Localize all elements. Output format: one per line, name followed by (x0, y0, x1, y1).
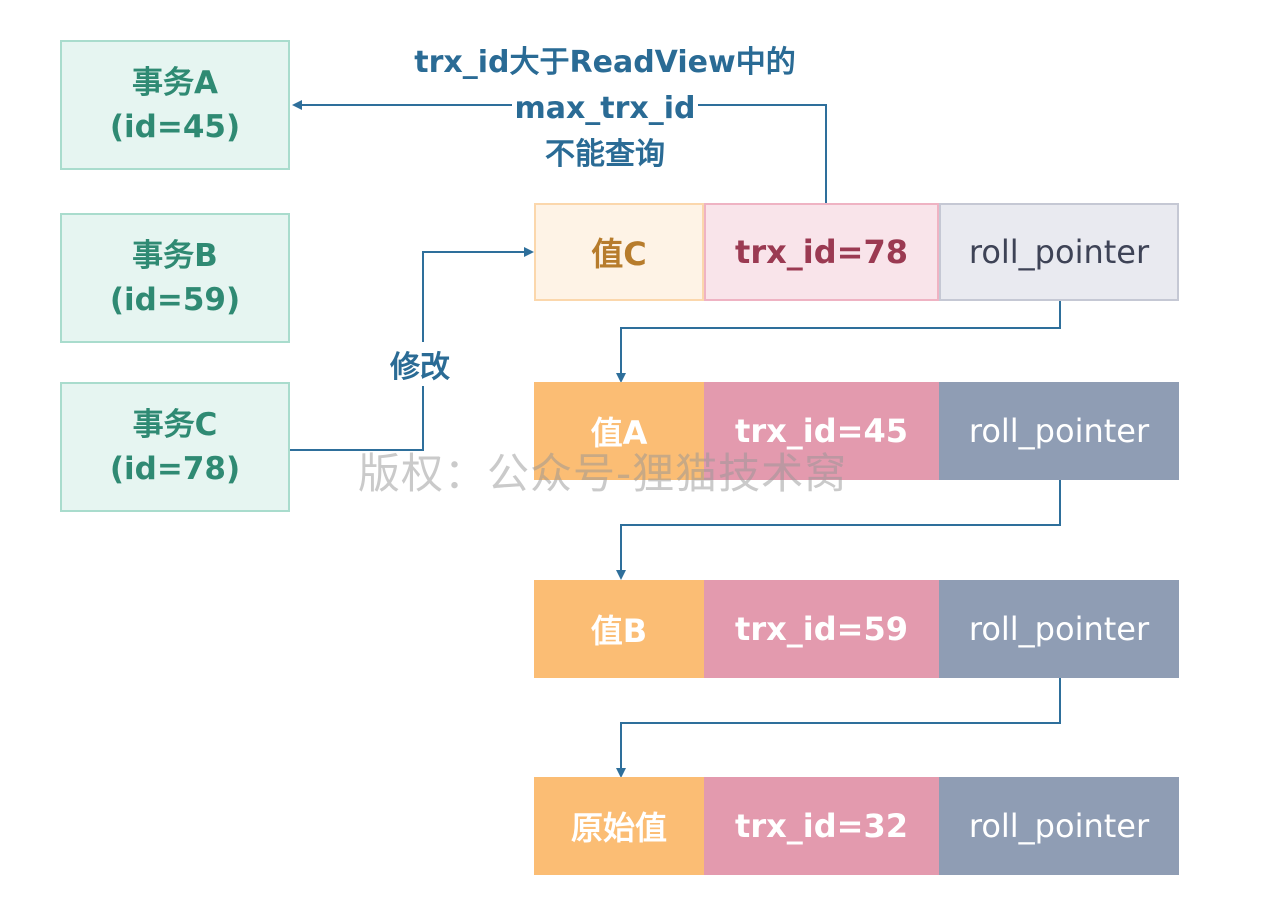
version-value: 值C (534, 203, 704, 301)
annotation-line-2-wrap: max_trx_id (380, 86, 830, 132)
version-trx-id: trx_id=78 (704, 203, 939, 301)
version-roll-pointer: roll_pointer (939, 203, 1179, 301)
transaction-name: 事务C (132, 407, 218, 443)
version-roll-pointer: roll_pointer (939, 580, 1179, 678)
version-row-original: 原始值 trx_id=32 roll_pointer (534, 777, 1179, 875)
annotation: trx_id大于ReadView中的 max_trx_id 不能查询 (380, 40, 830, 178)
version-trx-id: trx_id=59 (704, 580, 939, 678)
roll-pointer-arrow-2 (616, 480, 1061, 580)
annotation-line-3: 不能查询 (545, 137, 665, 172)
roll-pointer-arrow-3 (616, 678, 1061, 778)
transaction-id: (id=59) (109, 282, 241, 318)
transaction-name: 事务A (132, 65, 218, 101)
version-value: 原始值 (534, 777, 704, 875)
version-row-a: 值A trx_id=45 roll_pointer (534, 382, 1179, 480)
version-value: 值A (534, 382, 704, 480)
transaction-a: 事务A (id=45) (60, 40, 290, 170)
edit-label: 修改 (386, 342, 454, 386)
transaction-b: 事务B (id=59) (60, 213, 290, 343)
annotation-line-2: max_trx_id (512, 91, 698, 126)
transaction-id: (id=45) (109, 109, 241, 145)
version-trx-id: trx_id=32 (704, 777, 939, 875)
version-trx-id: trx_id=45 (704, 382, 939, 480)
annotation-line-1: trx_id大于ReadView中的 (414, 45, 796, 80)
version-roll-pointer: roll_pointer (939, 382, 1179, 480)
transaction-name: 事务B (132, 238, 218, 274)
version-row-current: 值C trx_id=78 roll_pointer (534, 203, 1179, 301)
cannot-read-arrow (292, 100, 827, 205)
transaction-id: (id=78) (109, 451, 241, 487)
version-value: 值B (534, 580, 704, 678)
roll-pointer-arrow-1 (616, 301, 1061, 383)
watermark: 版权：公众号-狸猫技术窝 (358, 449, 848, 498)
transaction-c: 事务C (id=78) (60, 382, 290, 512)
version-roll-pointer: roll_pointer (939, 777, 1179, 875)
version-row-b: 值B trx_id=59 roll_pointer (534, 580, 1179, 678)
